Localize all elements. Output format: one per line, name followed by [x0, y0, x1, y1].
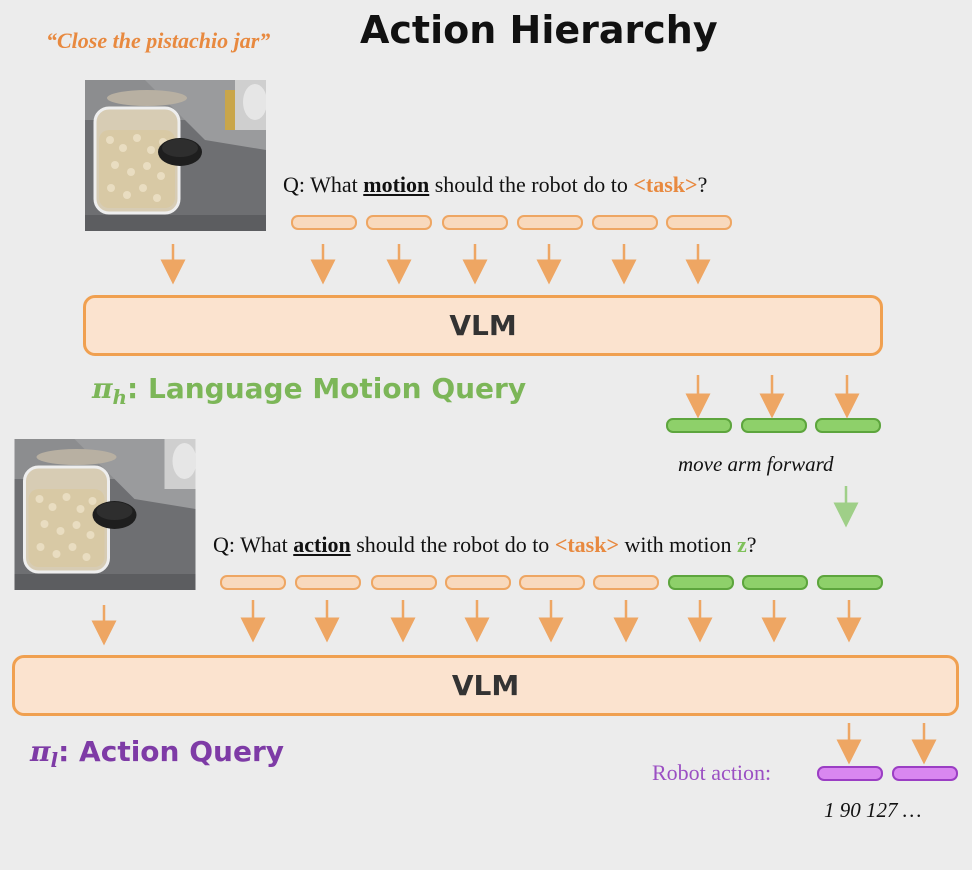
- scene-photo-bottom: [14, 439, 196, 590]
- input-token: [593, 575, 659, 590]
- input-token: [371, 575, 437, 590]
- action-question: Q: What action should the robot do to <t…: [213, 532, 757, 558]
- input-token: [445, 575, 511, 590]
- question-suffix: ?: [746, 532, 757, 557]
- motion-token: [741, 418, 807, 433]
- policy-name: : Language Motion Query: [127, 372, 527, 405]
- input-token: [366, 215, 432, 230]
- policy-symbol: π: [92, 372, 113, 405]
- diagram-title: Action Hierarchy: [360, 8, 718, 52]
- policy-subscript: l: [50, 748, 59, 772]
- task-quote: “Close the pistachio jar”: [46, 28, 271, 53]
- policy-label-high: πh: Language Motion Query: [92, 372, 526, 409]
- action-token: [817, 766, 883, 781]
- input-token: [519, 575, 585, 590]
- task-placeholder: <task>: [554, 532, 620, 557]
- question-prefix: Q: What: [213, 532, 294, 557]
- task-placeholder: <task>: [633, 172, 698, 197]
- policy-name: : Action Query: [58, 735, 285, 768]
- question-suffix: ?: [697, 172, 708, 197]
- question-prefix: Q: What: [283, 172, 364, 197]
- motion-token: [817, 575, 883, 590]
- vlm-label: VLM: [451, 669, 520, 702]
- input-token: [220, 575, 286, 590]
- vlm-block-high: VLM: [83, 295, 883, 356]
- input-token: [517, 215, 583, 230]
- action-values: 1 90 127 …: [824, 798, 922, 822]
- pistachio-jar-icon: [85, 80, 266, 231]
- motion-output-text: move arm forward: [678, 452, 834, 476]
- question-keyword-motion: motion: [363, 172, 430, 197]
- motion-variable-z: z: [736, 532, 747, 557]
- vlm-label: VLM: [449, 309, 517, 342]
- robot-action-label: Robot action:: [652, 760, 772, 785]
- input-token: [666, 215, 732, 230]
- policy-label-low: πl: Action Query: [30, 735, 284, 772]
- pistachio-jar-icon: [14, 439, 196, 590]
- input-token: [295, 575, 361, 590]
- motion-question: Q: What motion should the robot do to <t…: [283, 172, 707, 198]
- scene-photo-top: [85, 80, 266, 231]
- policy-subscript: h: [112, 385, 128, 409]
- motion-token: [666, 418, 732, 433]
- input-token: [291, 215, 357, 230]
- action-token: [892, 766, 958, 781]
- input-token: [592, 215, 658, 230]
- vlm-block-low: VLM: [12, 655, 959, 716]
- motion-token: [668, 575, 734, 590]
- input-token: [442, 215, 508, 230]
- policy-symbol: π: [30, 735, 51, 768]
- question-keyword-action: action: [293, 532, 351, 557]
- question-middle: should the robot do to: [350, 532, 555, 557]
- question-middle-2: with motion: [619, 532, 737, 557]
- motion-token: [815, 418, 881, 433]
- question-middle: should the robot do to: [429, 172, 634, 197]
- motion-token: [742, 575, 808, 590]
